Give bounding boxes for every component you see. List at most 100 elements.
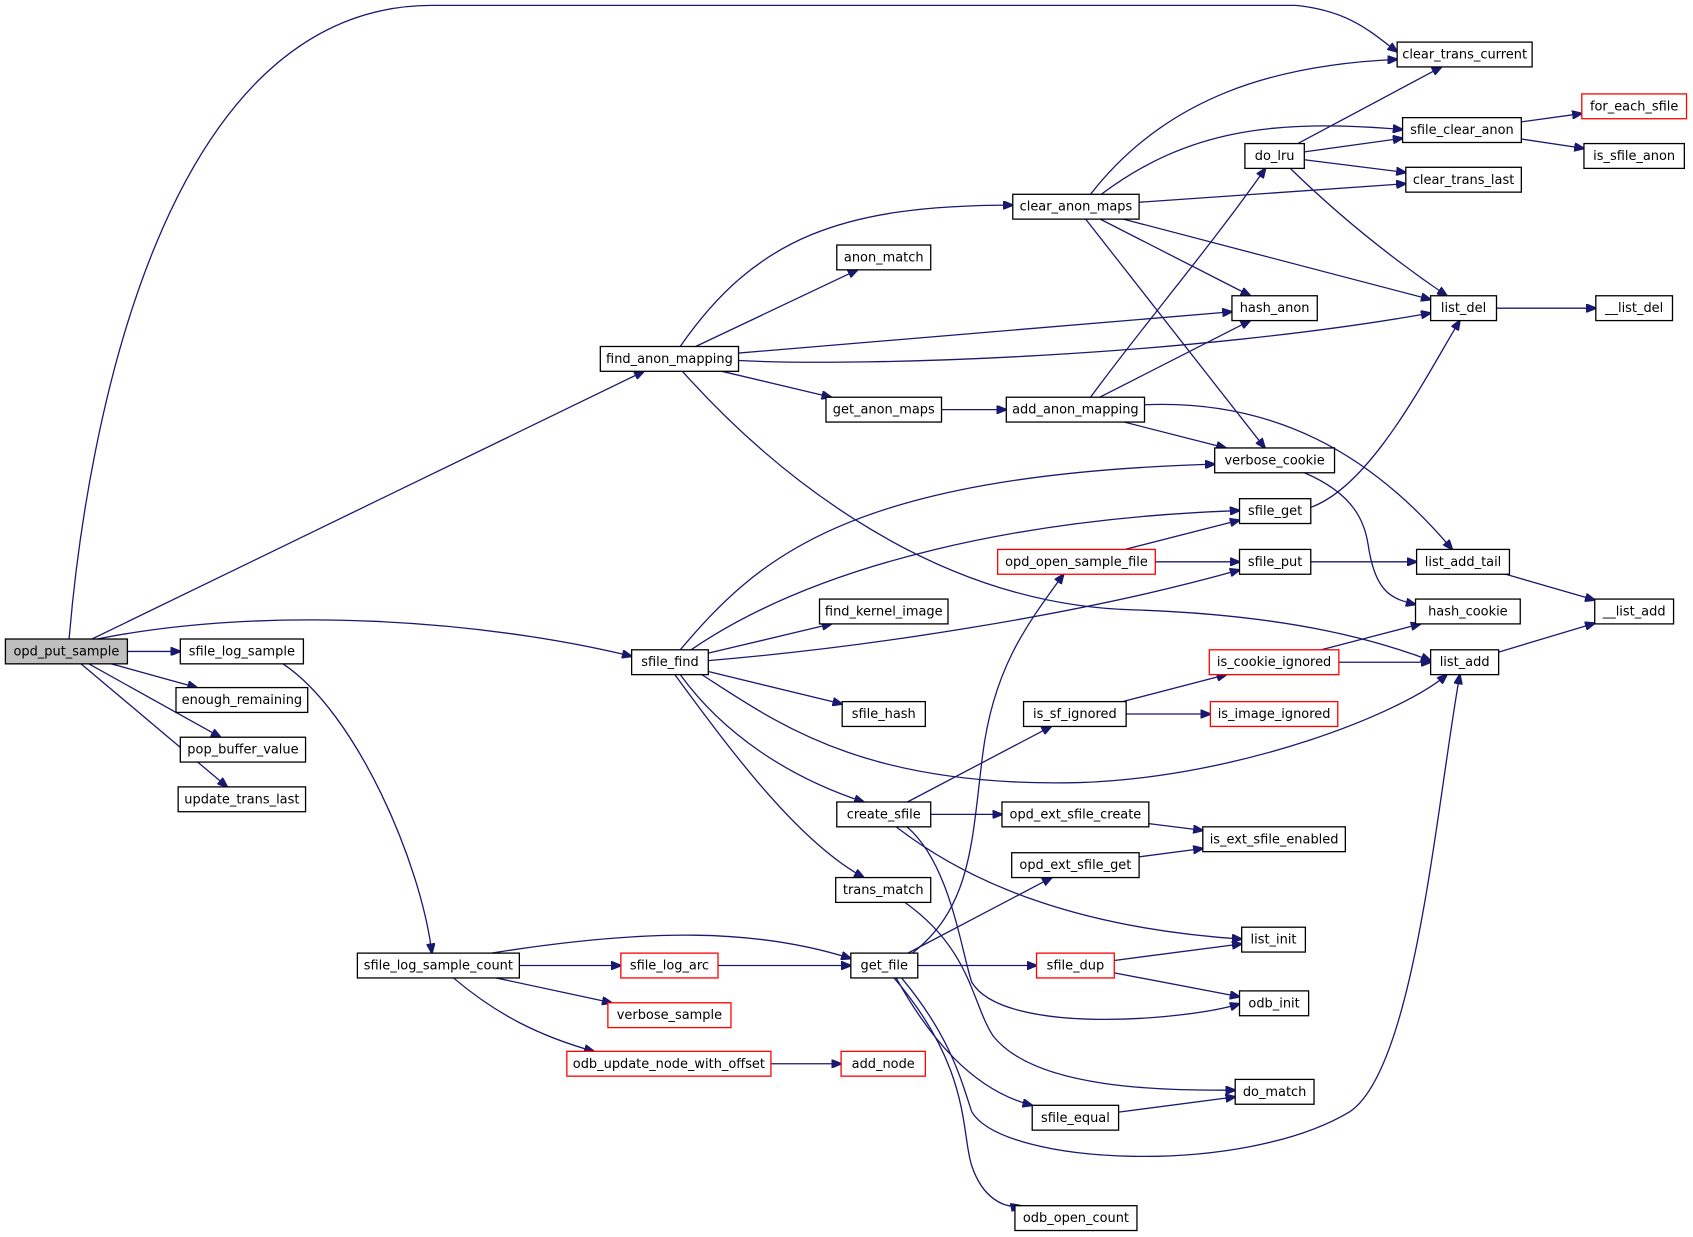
node-box[interactable]	[1405, 166, 1522, 193]
node-box[interactable]	[825, 396, 943, 423]
node-trans-match[interactable]: trans_match	[835, 876, 932, 904]
node-list-init[interactable]: list_init	[1241, 926, 1307, 953]
node-sfile-find[interactable]: sfile_find	[630, 649, 709, 676]
node-sfile-hash[interactable]: sfile_hash	[841, 700, 926, 728]
node-box[interactable]	[1231, 295, 1318, 322]
node-box[interactable]	[1429, 295, 1498, 322]
node-sfile-put[interactable]: sfile_put	[1238, 548, 1312, 575]
node-opd-ext-sfile-get[interactable]: opd_ext_sfile_get	[1011, 852, 1140, 879]
node-create-sfile[interactable]: create_sfile	[836, 801, 932, 828]
node-add-node[interactable]: add_node	[840, 1050, 926, 1077]
node-get-file[interactable]: get_file	[850, 952, 919, 979]
node-opd-open-sample-file[interactable]: opd_open_sample_file	[997, 548, 1156, 575]
node-is-sf-ignored[interactable]: is_sf_ignored	[1022, 700, 1127, 728]
node-opd-put-sample[interactable]: opd_put_sample	[4, 638, 129, 665]
node-box[interactable]	[841, 700, 926, 728]
node-box[interactable]	[1022, 700, 1127, 728]
node-box[interactable]	[4, 638, 129, 665]
node-sfile-log-sample[interactable]: sfile_log_sample	[179, 638, 305, 665]
node-box[interactable]	[1594, 598, 1675, 625]
node-is-ext-sfile-enabled[interactable]: is_ext_sfile_enabled	[1202, 826, 1346, 853]
node-box[interactable]	[1011, 852, 1140, 879]
node-box[interactable]	[1234, 1078, 1315, 1105]
node-box[interactable]	[1031, 1104, 1120, 1131]
node-pop-buffer-value[interactable]: pop_buffer_value	[179, 736, 307, 763]
node-box[interactable]	[1014, 1205, 1138, 1232]
node-odb-open-count[interactable]: odb_open_count	[1014, 1205, 1138, 1232]
node-do-lru[interactable]: do_lru	[1244, 142, 1305, 170]
node-box[interactable]	[1414, 598, 1521, 625]
node-odb-init[interactable]: odb_init	[1238, 990, 1310, 1017]
node-clear-trans-last[interactable]: clear_trans_last	[1405, 166, 1522, 193]
node-box[interactable]	[607, 1002, 732, 1029]
node-sfile-log-arc[interactable]: sfile_log_arc	[620, 952, 719, 979]
node-box[interactable]	[818, 598, 949, 625]
node-box[interactable]	[1583, 142, 1686, 170]
node-box[interactable]	[1035, 952, 1115, 979]
node-box[interactable]	[1238, 498, 1312, 525]
node-box[interactable]	[836, 244, 932, 271]
node-box[interactable]	[850, 952, 919, 979]
node-box[interactable]	[1238, 990, 1310, 1017]
node-hash-anon[interactable]: hash_anon	[1231, 295, 1318, 322]
node-sfile-dup[interactable]: sfile_dup	[1035, 952, 1115, 979]
node-sfile-log-sample-count[interactable]: sfile_log_sample_count	[356, 952, 520, 979]
node-list-add-tail[interactable]: list_add_tail	[1415, 548, 1511, 575]
node-do-match[interactable]: do_match	[1234, 1078, 1315, 1105]
node-anon-match[interactable]: anon_match	[836, 244, 932, 271]
node-is-image-ignored[interactable]: is_image_ignored	[1209, 700, 1339, 728]
node-for-each-sfile[interactable]: for_each_sfile	[1581, 93, 1688, 120]
node-find-anon-mapping[interactable]: find_anon_mapping	[599, 345, 740, 372]
node-verbose-sample[interactable]: verbose_sample	[607, 1002, 732, 1029]
node-box[interactable]	[1241, 926, 1307, 953]
node-sfile-clear-anon[interactable]: sfile_clear_anon	[1401, 117, 1522, 144]
node-box[interactable]	[1238, 548, 1312, 575]
node-box[interactable]	[1209, 700, 1339, 728]
node-hash-cookie[interactable]: hash_cookie	[1414, 598, 1521, 625]
node-is-sfile-anon[interactable]: is_sfile_anon	[1583, 142, 1686, 170]
node-box[interactable]	[599, 345, 740, 372]
node-add-anon-mapping[interactable]: add_anon_mapping	[1005, 396, 1146, 423]
node-enough-remaining[interactable]: enough_remaining	[175, 686, 309, 714]
node-box[interactable]	[620, 952, 719, 979]
node-box[interactable]	[179, 638, 305, 665]
node-get-anon-maps[interactable]: get_anon_maps	[825, 396, 943, 423]
node-box[interactable]	[835, 876, 932, 904]
node-box[interactable]	[1202, 826, 1346, 853]
node-box[interactable]	[1012, 193, 1140, 220]
node-update-trans-last[interactable]: update_trans_last	[177, 786, 307, 813]
node-list-add[interactable]: list_add	[1429, 649, 1500, 676]
node-sfile-equal[interactable]: sfile_equal	[1031, 1104, 1120, 1131]
node-box[interactable]	[1244, 142, 1305, 170]
node-box[interactable]	[1005, 396, 1146, 423]
node-sfile-get[interactable]: sfile_get	[1238, 498, 1312, 525]
node-list-add[interactable]: __list_add	[1594, 598, 1675, 625]
node-box[interactable]	[1208, 649, 1340, 676]
node-box[interactable]	[1401, 117, 1522, 144]
node-box[interactable]	[1415, 548, 1511, 575]
node-opd-ext-sfile-create[interactable]: opd_ext_sfile_create	[1001, 801, 1150, 828]
node-box[interactable]	[1396, 41, 1533, 68]
node-list-del[interactable]: list_del	[1429, 295, 1498, 322]
node-is-cookie-ignored[interactable]: is_cookie_ignored	[1208, 649, 1340, 676]
node-box[interactable]	[1214, 447, 1336, 474]
node-box[interactable]	[566, 1050, 772, 1077]
node-box[interactable]	[630, 649, 709, 676]
node-box[interactable]	[836, 801, 932, 828]
node-box[interactable]	[1001, 801, 1150, 828]
node-box[interactable]	[840, 1050, 926, 1077]
node-box[interactable]	[179, 736, 307, 763]
node-odb-update-node-with-offset[interactable]: odb_update_node_with_offset	[566, 1050, 772, 1077]
node-verbose-cookie[interactable]: verbose_cookie	[1214, 447, 1336, 474]
node-clear-trans-current[interactable]: clear_trans_current	[1396, 41, 1533, 68]
node-box[interactable]	[175, 686, 309, 714]
node-box[interactable]	[997, 548, 1156, 575]
node-box[interactable]	[356, 952, 520, 979]
node-box[interactable]	[1581, 93, 1688, 120]
node-clear-anon-maps[interactable]: clear_anon_maps	[1012, 193, 1140, 220]
node-box[interactable]	[1429, 649, 1500, 676]
node-box[interactable]	[177, 786, 307, 813]
node-find-kernel-image[interactable]: find_kernel_image	[818, 598, 949, 625]
node-box[interactable]	[1595, 295, 1674, 322]
node-list-del[interactable]: __list_del	[1595, 295, 1674, 322]
